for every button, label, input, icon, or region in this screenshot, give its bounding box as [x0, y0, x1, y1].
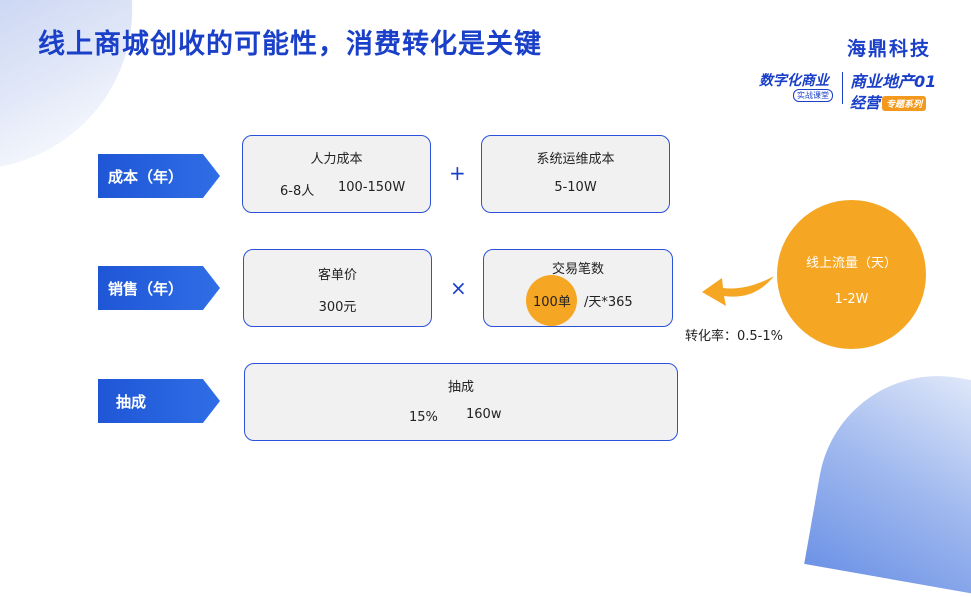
- labor-cost-box: 人力成本 6-8人 100-150W: [242, 135, 431, 213]
- traffic-title: 线上流量（天）: [805, 256, 897, 271]
- orders-multiplier: /天*365: [584, 295, 633, 310]
- logo-right-tag: 专题系列: [882, 96, 927, 111]
- transactions-box: 交易笔数: [483, 249, 673, 327]
- unit-price-title: 客单价: [317, 268, 357, 283]
- traffic-value: 1-2W: [834, 292, 869, 307]
- multiply-operator: ×: [450, 276, 467, 300]
- sales-label-arrow: 销售（年）: [98, 266, 220, 310]
- commission-label-arrow: 抽成: [98, 379, 220, 423]
- commission-title: 抽成: [447, 380, 474, 395]
- labor-headcount: 6-8人: [280, 184, 315, 199]
- labor-cost-title: 人力成本: [310, 152, 363, 167]
- cost-label: 成本（年）: [108, 167, 184, 186]
- system-cost-box: 系统运维成本 5-10W: [481, 135, 670, 213]
- cost-label-arrow: 成本（年）: [98, 154, 220, 198]
- logo-digital-commerce: 数字化商业 实战课堂: [759, 70, 837, 104]
- logo-left-main: 数字化商业: [759, 73, 829, 89]
- sales-label: 销售（年）: [108, 279, 184, 298]
- logo-divider: [842, 72, 843, 104]
- conversion-rate: 转化率：0.5-1%: [685, 329, 783, 344]
- curved-arrow-left-icon: [702, 276, 774, 306]
- system-cost-title: 系统运维成本: [536, 152, 615, 167]
- system-cost-value: 5-10W: [554, 180, 597, 195]
- commission-value: 160w: [466, 407, 502, 422]
- unit-price-box: 客单价 300元: [243, 249, 432, 327]
- transactions-title: 交易笔数: [551, 262, 604, 277]
- logo-right-line2: 经营: [850, 94, 881, 112]
- corner-decoration-bottom-right: [804, 357, 971, 597]
- commission-box: 抽成 15% 160w: [244, 363, 678, 441]
- labor-cost-value: 100-150W: [338, 180, 406, 195]
- brand-name: 海鼎科技: [846, 38, 931, 60]
- orders-highlight-circle: [526, 275, 577, 326]
- logo-right-line2-wrap: 经营专题系列: [850, 92, 936, 113]
- commission-rate: 15%: [409, 410, 438, 425]
- logo-series: 商业地产01 经营专题系列: [850, 68, 936, 113]
- plus-operator: +: [449, 161, 466, 185]
- logo-right-line1: 商业地产01: [850, 72, 937, 91]
- slide-title: 线上商城创收的可能性，消费转化是关键: [38, 29, 542, 60]
- commission-label: 抽成: [116, 392, 147, 411]
- traffic-circle: 线上流量（天） 1-2W: [777, 200, 926, 349]
- logo-left-sub: 实战课堂: [793, 89, 833, 102]
- unit-price-value: 300元: [318, 300, 357, 315]
- orders-per-day: 100单: [533, 295, 571, 310]
